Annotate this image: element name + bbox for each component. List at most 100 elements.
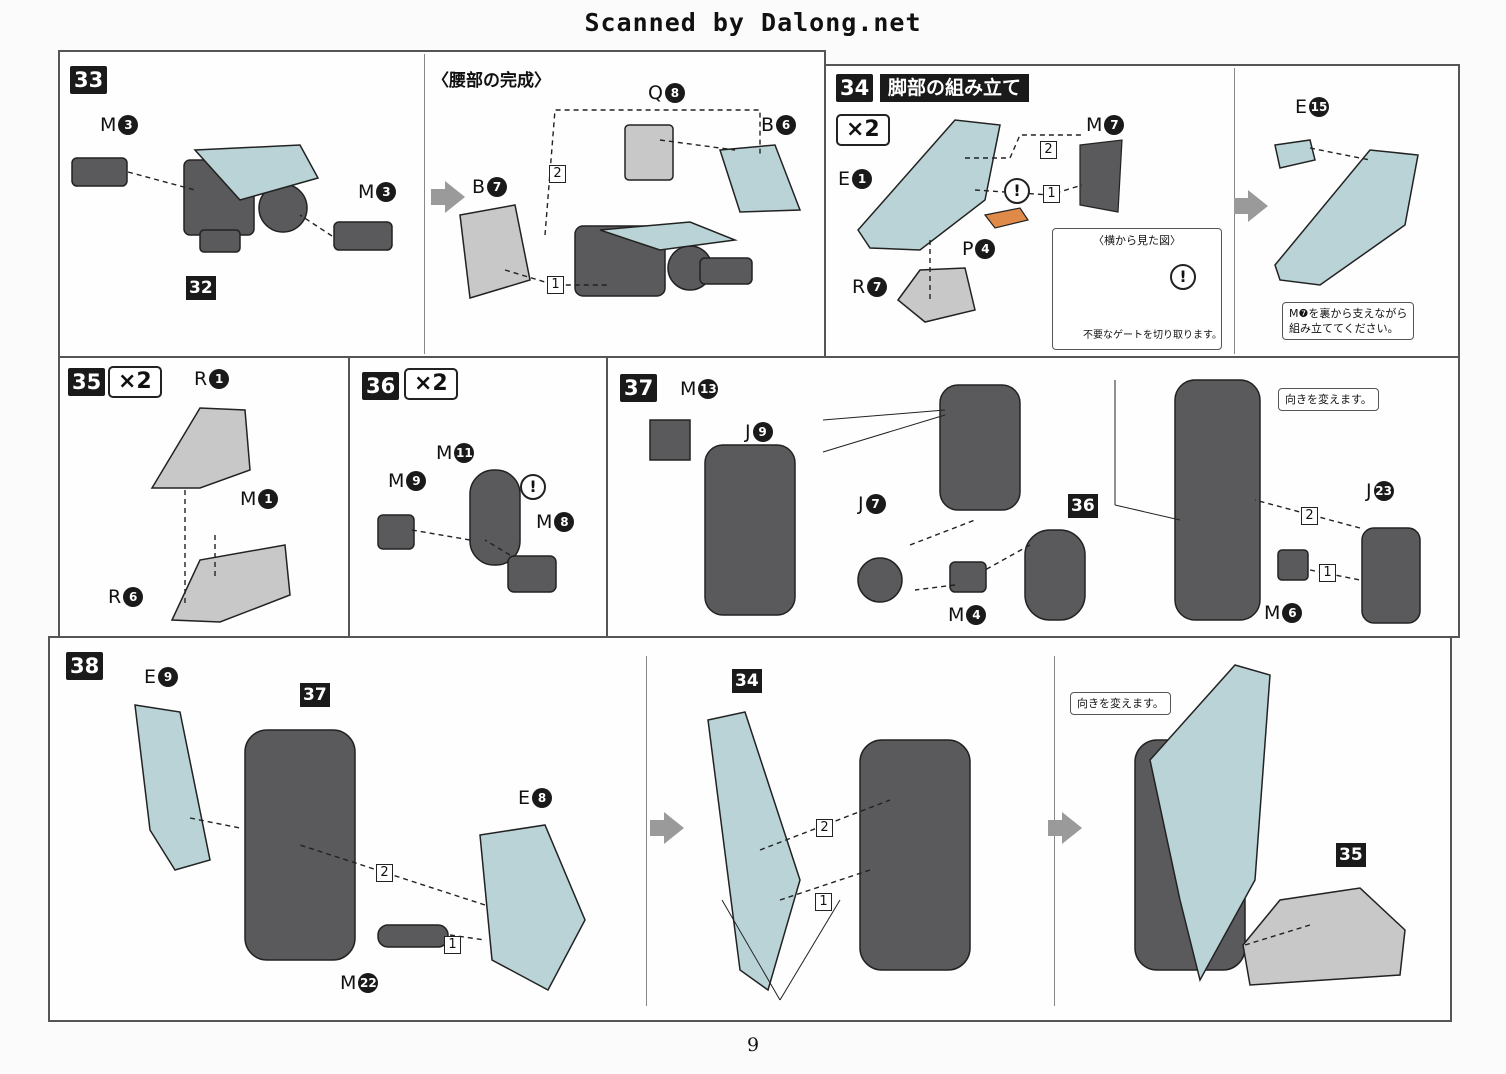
part-m6 bbox=[1277, 549, 1309, 581]
part-m11-arm bbox=[469, 469, 521, 566]
caution-icon: ! bbox=[1170, 264, 1196, 290]
multiplier: ×2 bbox=[836, 114, 890, 146]
step-number: 36 bbox=[362, 372, 400, 400]
part-m8 bbox=[507, 555, 557, 593]
step-number: 33 bbox=[70, 66, 108, 94]
part-waist-cover bbox=[193, 144, 320, 201]
part-e9 bbox=[134, 704, 211, 871]
part-e8 bbox=[479, 824, 586, 992]
step-marker: 2 bbox=[549, 165, 566, 183]
part-leg-assembly bbox=[859, 739, 971, 971]
part-36-assembly bbox=[1024, 529, 1086, 621]
part-m22 bbox=[377, 924, 449, 948]
page-number: 9 bbox=[746, 1034, 760, 1056]
divider bbox=[646, 656, 647, 1006]
badge-34: 34 bbox=[732, 669, 762, 693]
caution-icon: ! bbox=[1004, 178, 1030, 204]
step-marker: 1 bbox=[815, 893, 832, 911]
part-m9 bbox=[377, 514, 415, 550]
next-arrow-icon bbox=[650, 812, 684, 844]
scan-header: Scanned by Dalong.net bbox=[584, 8, 922, 37]
part-m7 bbox=[1079, 139, 1123, 213]
step-marker: 2 bbox=[816, 819, 833, 837]
step-marker: 1 bbox=[1319, 564, 1336, 582]
part-b6 bbox=[718, 144, 802, 213]
part-leg-frame bbox=[704, 444, 796, 616]
step-number: 34 bbox=[836, 74, 874, 102]
multiplier: ×2 bbox=[108, 366, 162, 398]
part-leg-frame bbox=[939, 384, 1021, 511]
next-arrow-icon bbox=[1234, 190, 1268, 222]
side-view-callout: 〈横から見た図〉 不要なゲートを切り取ります。 bbox=[1052, 228, 1222, 350]
part-p4 bbox=[983, 207, 1029, 229]
part-37-assembly bbox=[244, 729, 356, 961]
part-m4 bbox=[949, 561, 987, 593]
badge-36: 36 bbox=[1068, 494, 1098, 518]
callout-note: 不要なゲートを切り取ります。 bbox=[1083, 330, 1222, 341]
part-q8 bbox=[624, 124, 674, 181]
part-e15 bbox=[1274, 139, 1316, 169]
step-marker: 2 bbox=[1040, 141, 1057, 159]
orientation-note: 向きを変えます。 bbox=[1070, 692, 1171, 715]
caution-icon: ! bbox=[520, 474, 546, 500]
step-marker: 2 bbox=[1301, 507, 1318, 525]
badge-37: 37 bbox=[300, 683, 330, 707]
part-leg-armor-assembled bbox=[1149, 664, 1271, 983]
step-number: 35 bbox=[68, 368, 106, 396]
step-marker: 1 bbox=[444, 936, 461, 954]
next-arrow-icon bbox=[431, 181, 465, 213]
callout-title: 〈横から見た図〉 bbox=[1093, 234, 1181, 247]
part-35-assembly bbox=[1242, 887, 1406, 986]
subtitle: 〈腰部の完成〉 bbox=[432, 71, 551, 91]
part-j7-joint bbox=[857, 557, 903, 603]
part-j23 bbox=[1361, 527, 1421, 624]
part-34-leg-armor bbox=[707, 711, 801, 992]
part-r7 bbox=[896, 267, 976, 323]
part-r1 bbox=[150, 407, 251, 489]
divider bbox=[424, 54, 425, 354]
next-arrow-icon bbox=[1048, 812, 1082, 844]
support-note: M❼を裏から支えながら 組み立ててください。 bbox=[1282, 302, 1415, 340]
badge-35: 35 bbox=[1336, 843, 1366, 867]
part-waist-base bbox=[199, 229, 241, 253]
part-m13 bbox=[649, 419, 691, 461]
step-title: 脚部の組み立て bbox=[880, 74, 1030, 102]
step-number: 38 bbox=[66, 652, 104, 680]
part-r6 bbox=[170, 544, 291, 623]
part-waist-peg bbox=[699, 257, 753, 285]
step-number: 37 bbox=[620, 374, 658, 402]
step-marker: 1 bbox=[1043, 185, 1060, 203]
orientation-note: 向きを変えます。 bbox=[1278, 388, 1379, 411]
part-e1-leg-armor bbox=[857, 119, 1001, 251]
part-m3-peg bbox=[71, 157, 128, 187]
step-marker: 1 bbox=[547, 276, 564, 294]
multiplier: ×2 bbox=[404, 368, 458, 400]
part-b7 bbox=[459, 204, 531, 299]
step-marker: 2 bbox=[376, 864, 393, 882]
part-leg-assembly bbox=[1174, 379, 1261, 621]
badge-32: 32 bbox=[186, 276, 216, 300]
